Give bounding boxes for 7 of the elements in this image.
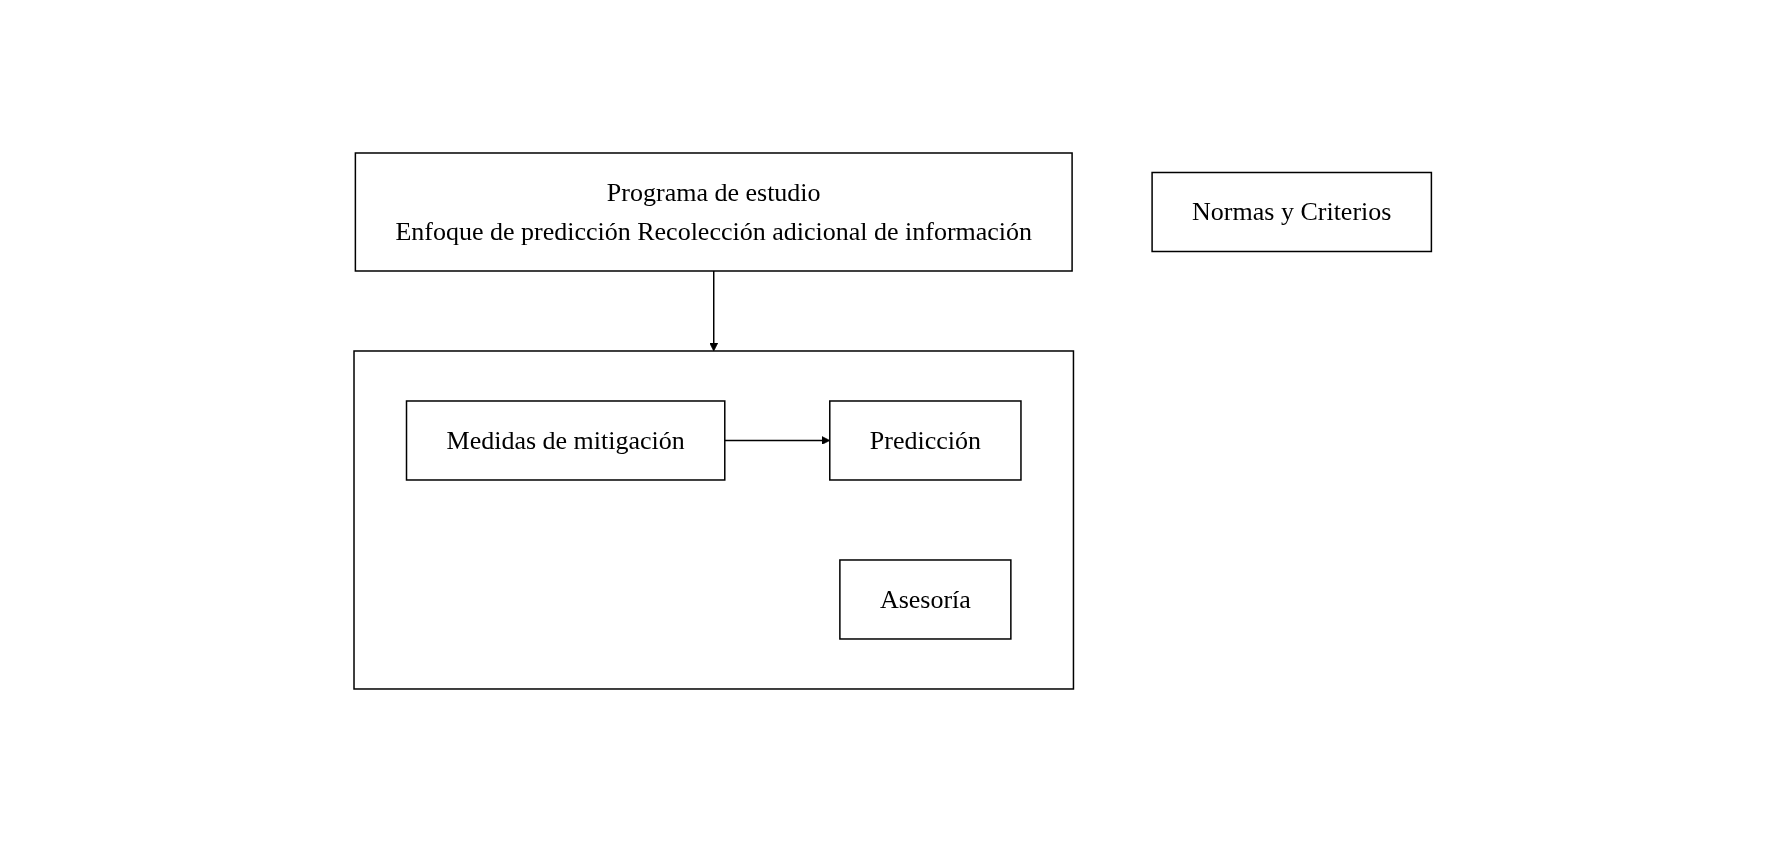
node-box: Predicción [829, 399, 1022, 481]
node-box: Programa de estudio Enfoque de predicción Recolección adicional de información [354, 151, 1074, 272]
node-box: Asesoría [839, 558, 1012, 640]
cluster [353, 349, 1075, 690]
node-box: Medidas de mitigación [406, 399, 726, 481]
node-box: Normas y Criterios [1151, 171, 1433, 252]
arrow [709, 269, 719, 351]
